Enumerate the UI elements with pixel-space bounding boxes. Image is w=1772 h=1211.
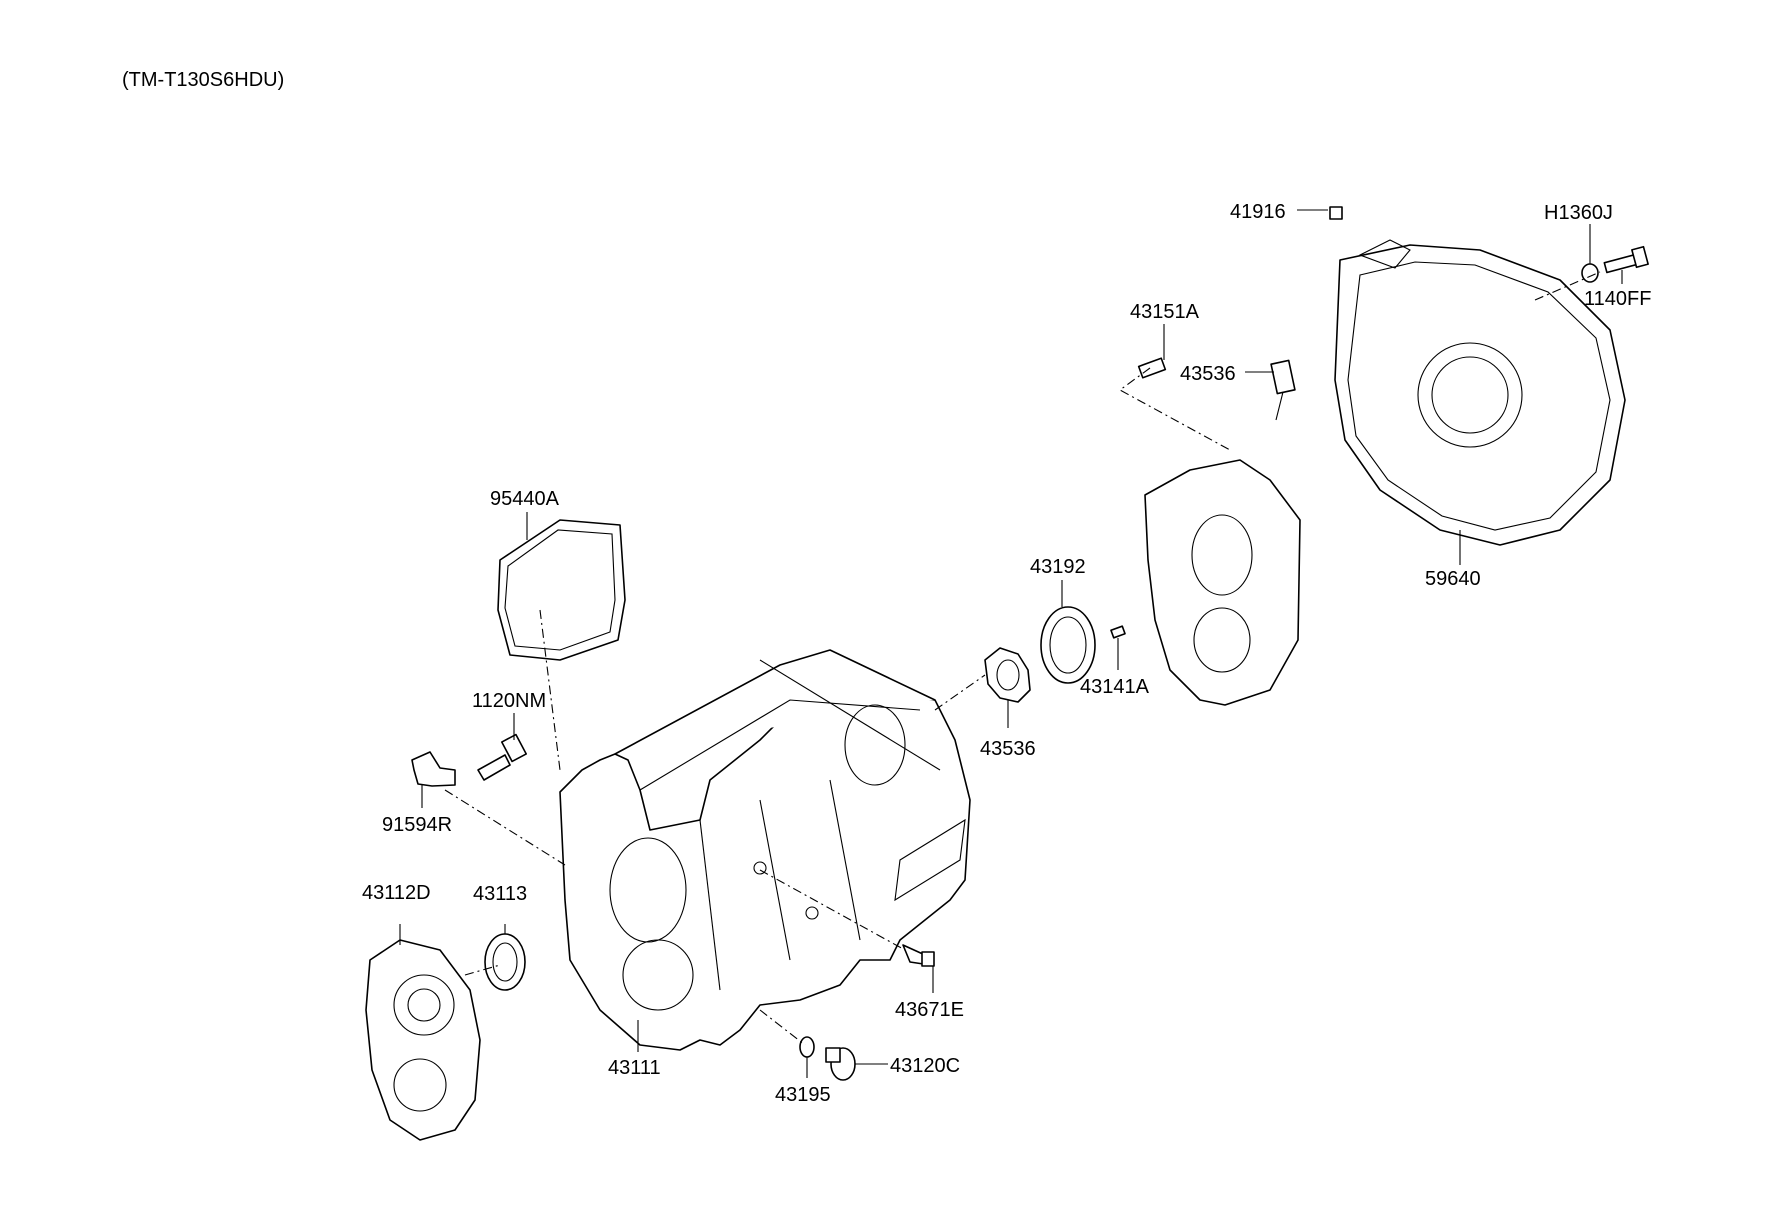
- adapter-housing: [1144, 459, 1301, 706]
- label-43536-top[interactable]: 43536: [1180, 363, 1236, 385]
- plug-43120C[interactable]: [825, 1047, 856, 1081]
- label-41916[interactable]: 41916: [1230, 201, 1286, 223]
- part-labels: 41916 H1360J 1140FF 43151A 43536 95440A …: [362, 201, 1651, 1106]
- end-cover-43112D[interactable]: [365, 939, 481, 1141]
- label-1140FF[interactable]: 1140FF: [1584, 288, 1651, 310]
- label-43113[interactable]: 43113: [473, 883, 527, 905]
- bolt-43671E[interactable]: [902, 944, 935, 967]
- seal-43192[interactable]: [1040, 606, 1096, 684]
- alignment-lines: [444, 271, 1601, 1046]
- label-43151A[interactable]: 43151A: [1130, 301, 1200, 323]
- label-43195[interactable]: 43195: [775, 1084, 831, 1106]
- label-43120C[interactable]: 43120C: [890, 1055, 960, 1077]
- label-43141A[interactable]: 43141A: [1080, 676, 1150, 698]
- label-59640[interactable]: 59640: [1425, 568, 1481, 590]
- label-43112D[interactable]: 43112D: [362, 882, 431, 904]
- label-H1360J[interactable]: H1360J: [1544, 202, 1613, 224]
- sensor-41916[interactable]: [1329, 206, 1343, 220]
- cover-95440A[interactable]: [497, 519, 626, 661]
- flywheel-housing-59640[interactable]: [1334, 239, 1626, 546]
- label-91594R[interactable]: 91594R: [382, 814, 452, 836]
- bolt-1120NM[interactable]: [477, 733, 528, 781]
- seal-43113[interactable]: [484, 933, 526, 991]
- label-43192[interactable]: 43192: [1030, 556, 1086, 578]
- bracket-91594R[interactable]: [411, 751, 456, 787]
- label-43111[interactable]: 43111: [608, 1057, 661, 1079]
- model-code-title: (TM-T130S6HDU): [122, 69, 284, 91]
- label-43536-bottom[interactable]: 43536: [980, 738, 1036, 760]
- pin-43141A[interactable]: [1110, 625, 1126, 639]
- label-1120NM[interactable]: 1120NM: [472, 690, 546, 712]
- washer-43195[interactable]: [799, 1036, 815, 1058]
- label-95440A[interactable]: 95440A: [490, 488, 560, 510]
- leader-lines: [399, 209, 1623, 1078]
- fitting-43536-top[interactable]: [1270, 359, 1296, 421]
- transmission-case-43111[interactable]: [559, 649, 971, 1051]
- bolt-43151A[interactable]: [1137, 357, 1167, 379]
- washer-H1360J[interactable]: [1581, 263, 1599, 283]
- gear-43536-bottom[interactable]: [984, 647, 1031, 703]
- label-43671E[interactable]: 43671E: [895, 999, 964, 1021]
- bolt-1140FF[interactable]: [1603, 245, 1649, 274]
